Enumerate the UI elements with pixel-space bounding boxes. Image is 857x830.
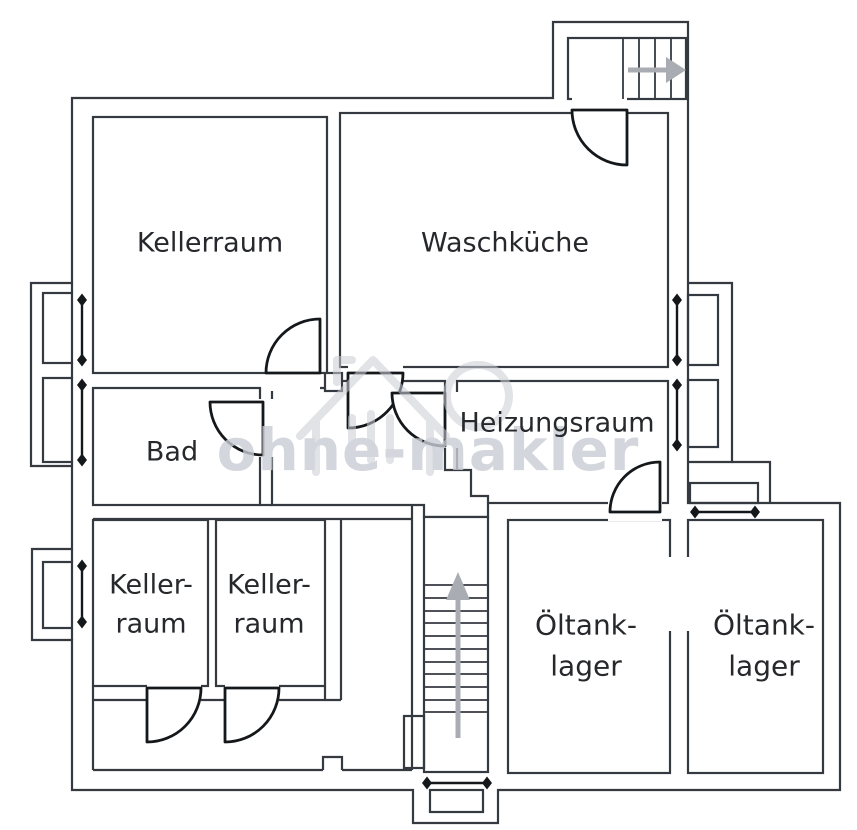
right-lower-bump	[732, 460, 772, 503]
room-label-oeltank-left-1: Öltank-	[535, 608, 637, 642]
watermark: ohne-makler	[217, 356, 640, 484]
door-arc-oeltank	[608, 460, 662, 514]
outer-boundary	[29, 20, 842, 825]
window-frame	[688, 481, 760, 505]
chimney-notch	[321, 755, 344, 770]
wall-lines	[70, 283, 426, 772]
room-label-keller-left-1: Keller-	[109, 570, 193, 601]
room-labels: Kellerraum Waschküche Bad Heizungsraum K…	[109, 228, 815, 683]
room-label-keller-right-2: raum	[233, 609, 304, 640]
window-frame	[428, 788, 485, 814]
stairs-center	[424, 572, 488, 738]
door-arc-kellerraum	[264, 317, 322, 375]
room-label-heizungsraum: Heizungsraum	[459, 408, 654, 439]
room-label-oeltank-right-2: lager	[728, 650, 800, 683]
door-arc-keller-left	[145, 686, 203, 744]
window-frame	[41, 291, 74, 365]
door-arc-entrance	[570, 108, 629, 167]
room-label-keller-left-2: raum	[115, 609, 186, 640]
room-keller-left	[91, 518, 210, 688]
watermark-text: ohne-makler	[217, 416, 640, 484]
windows	[41, 291, 760, 814]
room-label-oeltank-right-1: Öltank-	[713, 608, 815, 642]
room-label-bad: Bad	[146, 437, 198, 468]
window-frame	[41, 376, 74, 464]
room-label-kellerraum: Kellerraum	[137, 228, 283, 259]
window-diamond-markers	[77, 293, 760, 790]
room-keller-right	[214, 518, 327, 688]
right-window-bump	[688, 281, 734, 464]
window-frame	[686, 293, 720, 367]
room-oeltank-right	[686, 518, 825, 775]
stairs-right-arrow-icon	[628, 57, 686, 83]
door-arc-keller-right	[223, 686, 281, 744]
doors	[145, 108, 662, 744]
stairs-up-arrow-icon	[446, 572, 470, 738]
window-frame	[686, 378, 720, 449]
stair-wall-widening	[402, 714, 426, 770]
stairs-top-right	[622, 38, 686, 99]
room-oeltank-left	[506, 518, 672, 775]
window-frame	[41, 560, 74, 630]
outer-walls	[29, 20, 842, 825]
room-label-oeltank-left-2: lager	[550, 650, 622, 683]
room-label-waschkueche: Waschküche	[421, 228, 589, 259]
watermark-house-icon	[296, 356, 513, 476]
door-arc-bad	[208, 400, 265, 457]
room-label-keller-right-1: Keller-	[227, 570, 311, 601]
